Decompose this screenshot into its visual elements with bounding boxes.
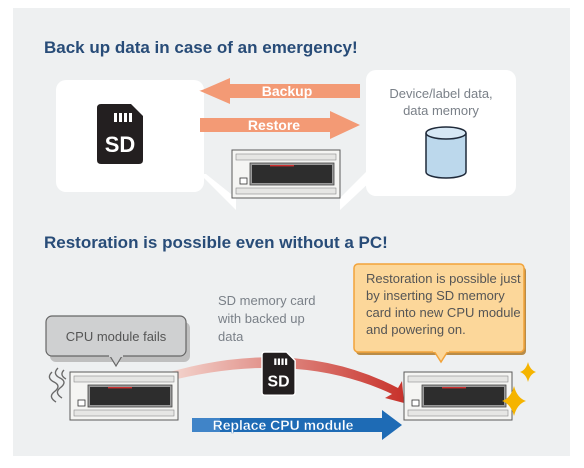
backup-arrow: Backup: [199, 78, 360, 104]
restoration-callout: Restoration is possible just: [353, 263, 526, 364]
sparkle-icon: [502, 362, 536, 416]
callout-line2: by inserting SD memory: [366, 288, 505, 303]
device-data-label-line1: Device/label data,: [389, 86, 492, 101]
restore-heading: Restoration is possible even without a P…: [44, 233, 388, 252]
cpu-fails-label: CPU module fails: [66, 329, 167, 344]
new-cpu-module-icon: [403, 371, 513, 421]
callout-line1: Restoration is possible just: [366, 271, 521, 286]
connector-left: [200, 174, 236, 210]
sd-card-label-2: SD: [268, 374, 290, 391]
sd-caption-line3: data: [218, 329, 244, 344]
sd-caption-line1: SD memory card: [218, 293, 316, 308]
transfer-arrow: [150, 357, 404, 403]
callout-line4: and powering on.: [366, 322, 466, 337]
device-data-label-line2: data memory: [403, 103, 479, 118]
restore-label: Restore: [248, 117, 300, 133]
cpu-module-icon: [231, 149, 341, 199]
replace-arrow: Replace CPU module: [192, 410, 402, 440]
cpu-fails-bubble: CPU module fails: [45, 315, 190, 368]
failed-cpu-module-icon: [69, 371, 179, 421]
backup-heading: Back up data in case of an emergency!: [44, 38, 358, 57]
sd-card-label: SD: [105, 132, 136, 157]
replace-label: Replace CPU module: [213, 417, 354, 433]
backup-label: Backup: [262, 83, 313, 99]
sd-card-icon: SD: [97, 104, 143, 164]
smoke-icon: [48, 367, 67, 403]
callout-line3: card into new CPU module: [366, 305, 521, 320]
database-cylinder-icon: [425, 126, 467, 179]
sd-card-icon: SD: [261, 351, 296, 396]
restore-arrow: Restore: [200, 111, 360, 139]
sd-caption-line2: with backed up: [217, 311, 305, 326]
connector-right: [340, 172, 372, 210]
